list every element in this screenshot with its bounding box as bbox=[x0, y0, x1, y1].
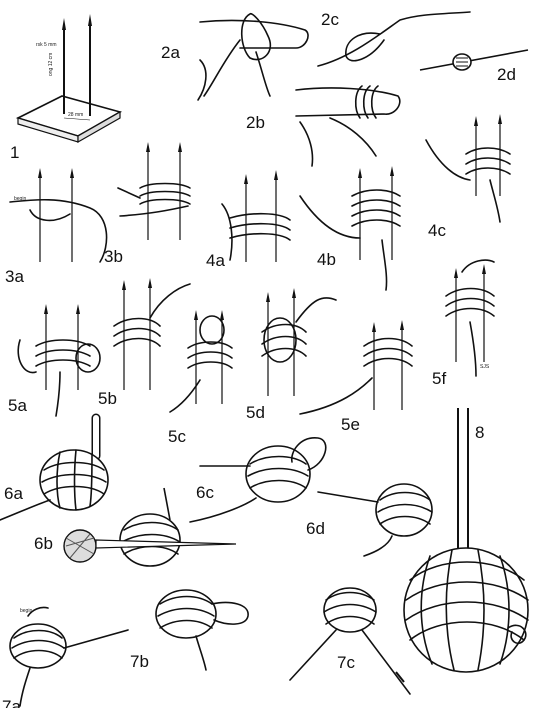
step-label-7b: 7b bbox=[130, 652, 149, 671]
step-label-6a: 6a bbox=[4, 484, 23, 503]
step-7-illustration bbox=[9, 587, 411, 707]
step-3-illustration bbox=[9, 142, 191, 263]
step-label-5b: 5b bbox=[98, 389, 117, 408]
step-5-illustration bbox=[17, 259, 495, 417]
step-label-3b: 3b bbox=[104, 247, 123, 266]
step-6-illustration bbox=[0, 413, 433, 567]
step-4-illustration bbox=[221, 114, 511, 291]
step-label-7a: 7a bbox=[2, 697, 21, 708]
step-label-4c: 4c bbox=[428, 221, 446, 240]
step-label-3a: 3a bbox=[5, 267, 24, 286]
dimension-gap: 28 mm bbox=[68, 112, 83, 118]
step-label-4a: 4a bbox=[206, 251, 225, 270]
step-label-5f: 5f bbox=[432, 369, 446, 388]
step-label-8: 8 bbox=[475, 423, 484, 442]
step-label-7c: 7c bbox=[337, 653, 355, 672]
step-label-1: 1 bbox=[10, 143, 19, 162]
step-label-5e: 5e bbox=[341, 415, 360, 434]
step-label-5d: 5d bbox=[246, 403, 265, 422]
finger-wrap-illustration bbox=[197, 13, 401, 167]
step-label-2b: 2b bbox=[246, 113, 265, 132]
step-8-illustration bbox=[403, 408, 529, 673]
begin-marker-3a: begin bbox=[14, 196, 26, 202]
step-label-4b: 4b bbox=[317, 250, 336, 269]
dimension-tip: rsk 5 mm bbox=[36, 42, 57, 48]
jig-illustration bbox=[15, 14, 123, 144]
step-label-6c: 6c bbox=[196, 483, 214, 502]
dimension-length: ong 12 cm bbox=[48, 53, 54, 76]
step-label-5a: 5a bbox=[8, 396, 27, 415]
step-label-2c: 2c bbox=[321, 10, 339, 29]
step-label-2d: 2d bbox=[497, 65, 516, 84]
step-label-5c: 5c bbox=[168, 427, 186, 446]
begin-marker-7a: begin bbox=[20, 608, 32, 614]
loop-illustration bbox=[317, 11, 529, 71]
step-label-6d: 6d bbox=[306, 519, 325, 538]
step-label-6b: 6b bbox=[34, 534, 53, 553]
step-label-2a: 2a bbox=[161, 43, 180, 62]
signature-5f: SJS bbox=[480, 364, 490, 370]
